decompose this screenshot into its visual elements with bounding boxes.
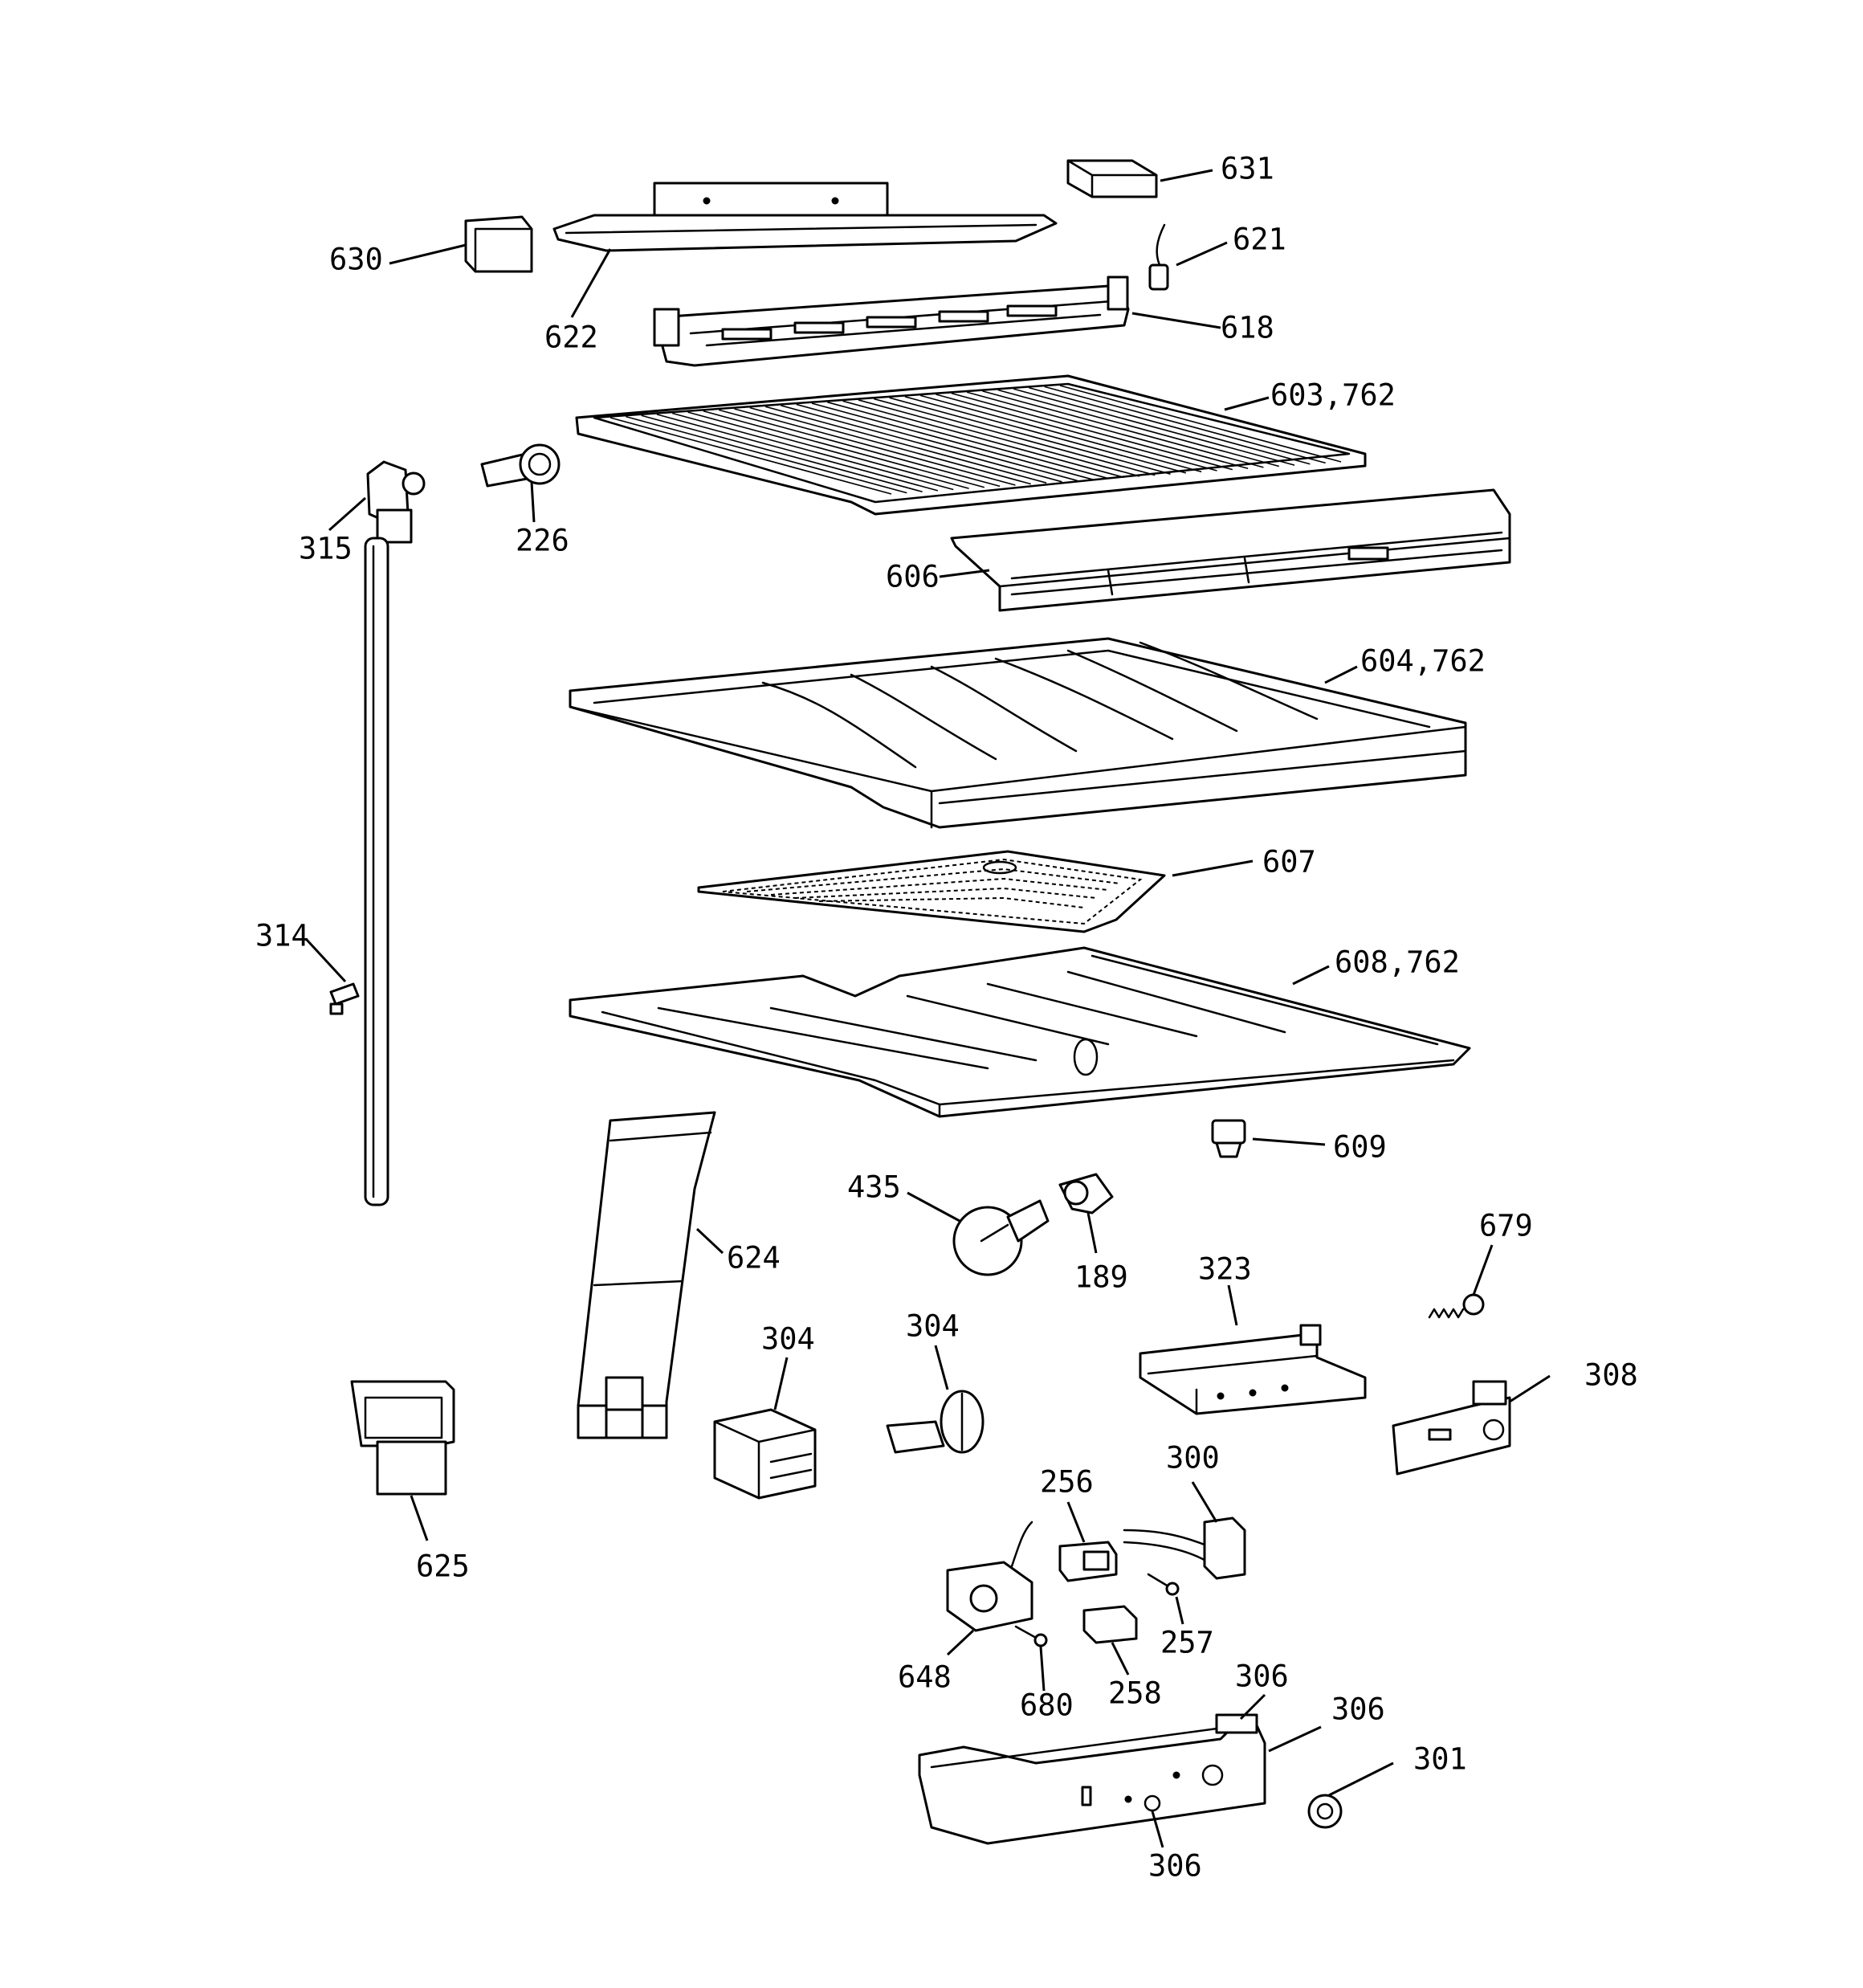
callout-606: 606: [886, 560, 940, 594]
part-300: [1123, 1517, 1246, 1580]
part-256: [1058, 1541, 1118, 1582]
callout-679: 679: [1479, 1209, 1533, 1243]
part-304-knob: [886, 1390, 984, 1454]
part-648: [946, 1521, 1033, 1632]
part-435-bulb: [952, 1199, 1050, 1276]
shelf-603-slats: [609, 385, 1342, 495]
part-630: [464, 215, 533, 273]
callout-314: 314: [255, 919, 309, 953]
callout-315: 315: [299, 532, 353, 566]
part-304-block: [713, 1408, 817, 1500]
callout-603-762: 603,762: [1270, 378, 1396, 413]
callout-622: 622: [544, 320, 598, 355]
callout-630: 630: [329, 243, 383, 277]
callout-608-762: 608,762: [1335, 945, 1460, 980]
part-606-cover: [950, 488, 1511, 612]
callout-226: 226: [516, 524, 569, 558]
callout-301: 301: [1413, 1742, 1467, 1777]
callout-435: 435: [847, 1170, 901, 1205]
callout-257: 257: [1160, 1626, 1214, 1660]
part-226: [480, 443, 561, 488]
callout-189: 189: [1074, 1260, 1128, 1295]
leader-lines: [305, 169, 1551, 1848]
callout-625: 625: [416, 1549, 470, 1584]
callout-258: 258: [1108, 1676, 1162, 1711]
part-189: [1058, 1173, 1114, 1214]
callout-306-a: 306: [1235, 1659, 1289, 1694]
callout-304-a: 304: [761, 1322, 815, 1357]
callout-618: 618: [1221, 311, 1274, 345]
part-608-tray: [569, 946, 1471, 1118]
part-315-hinge: [366, 460, 426, 544]
part-625-housing: [350, 1380, 455, 1496]
callout-306-b: 306: [1331, 1692, 1385, 1727]
callout-680: 680: [1020, 1688, 1074, 1723]
part-308-plate: [1392, 1380, 1511, 1476]
callout-256: 256: [1040, 1465, 1094, 1500]
part-624-panel: [577, 1111, 716, 1439]
part-680-screw: [1014, 1625, 1048, 1647]
part-257-screw: [1147, 1573, 1180, 1596]
part-679-spring: [1428, 1293, 1485, 1319]
part-314-clip: [329, 982, 360, 1015]
part-604-tray: [569, 637, 1467, 829]
callout-607: 607: [1262, 845, 1316, 880]
callout-604-762: 604,762: [1360, 644, 1486, 679]
callout-624: 624: [727, 1241, 781, 1276]
part-323-bracket: [1139, 1324, 1367, 1415]
callout-308: 308: [1584, 1358, 1638, 1393]
part-306-bracket: [918, 1713, 1266, 1845]
callout-306-c: 306: [1148, 1849, 1202, 1884]
callout-621: 621: [1233, 222, 1286, 257]
part-607-mesh: [697, 850, 1166, 933]
part-rod: [364, 537, 389, 1206]
part-631: [1066, 159, 1158, 198]
callout-323: 323: [1198, 1252, 1252, 1287]
part-603-shelf: [575, 374, 1367, 516]
part-258: [1082, 1605, 1138, 1644]
callout-labels: 631 630 621 622 618 603,762 315 226 606 …: [255, 152, 1638, 1884]
callout-609: 609: [1333, 1130, 1387, 1165]
callout-300: 300: [1166, 1441, 1220, 1476]
part-301-knob: [1307, 1794, 1343, 1829]
part-622-top-cover: [552, 182, 1058, 252]
callout-631: 631: [1221, 152, 1274, 186]
part-621: [1148, 223, 1169, 291]
part-609: [1211, 1119, 1246, 1158]
callout-648: 648: [898, 1660, 952, 1695]
part-618-bracket: [653, 276, 1130, 367]
callout-304-b: 304: [906, 1309, 960, 1344]
